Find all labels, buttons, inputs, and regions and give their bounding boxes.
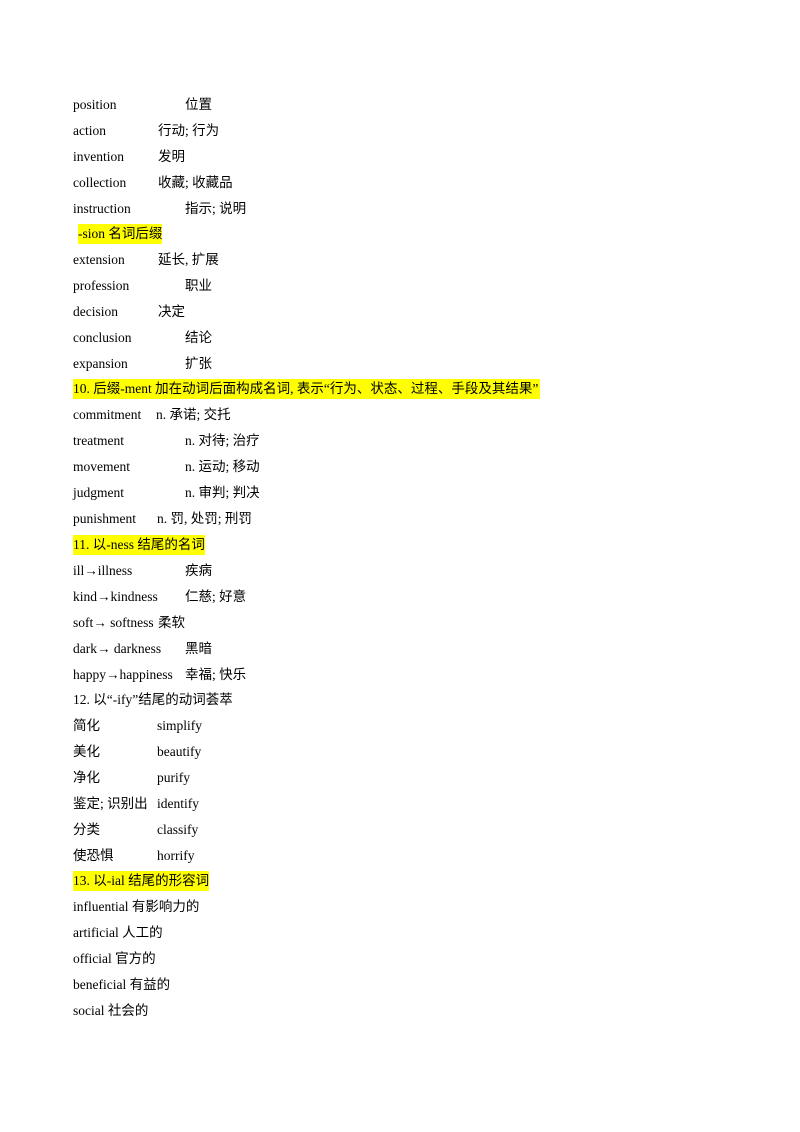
chinese-meaning: 收藏; 收藏品 xyxy=(158,175,233,190)
english-word: action xyxy=(73,123,106,138)
chinese-meaning: 柔软 xyxy=(158,615,185,630)
english-word: dark→ darkness xyxy=(73,641,162,656)
word-entry: artificial 人工的 xyxy=(73,925,163,940)
chinese-meaning: 分类 xyxy=(73,822,100,837)
chinese-meaning: 指示; 说明 xyxy=(185,201,247,216)
english-word: conclusion xyxy=(73,330,132,345)
english-word: horrify xyxy=(157,848,195,863)
chinese-meaning: 延长, 扩展 xyxy=(158,252,219,267)
english-word: ill→illness xyxy=(73,563,133,578)
english-word: punishment xyxy=(73,511,136,526)
chinese-meaning: 鉴定; 识别出 xyxy=(73,796,148,811)
chinese-meaning: 发明 xyxy=(158,149,185,164)
chinese-meaning: n. 运动; 移动 xyxy=(185,459,260,474)
chinese-meaning: 扩张 xyxy=(185,356,212,371)
english-word: classify xyxy=(157,822,199,837)
english-word: position xyxy=(73,97,117,112)
english-word: commitment xyxy=(73,407,142,422)
english-word: kind→kindness xyxy=(73,589,158,604)
chinese-meaning: n. 承诺; 交托 xyxy=(156,407,231,422)
chinese-meaning: n. 审判; 判决 xyxy=(185,485,260,500)
chinese-meaning: 决定 xyxy=(158,304,185,319)
section-heading-text: 12. 以“-ify”结尾的动词荟萃 xyxy=(73,692,233,707)
chinese-meaning: 幸福; 快乐 xyxy=(185,667,247,682)
word-entry: beneficial 有益的 xyxy=(73,977,171,992)
chinese-meaning: 疾病 xyxy=(185,563,212,578)
chinese-meaning: n. 对待; 治疗 xyxy=(185,433,260,448)
english-word: identify xyxy=(157,796,199,811)
chinese-meaning: 美化 xyxy=(73,744,100,759)
chinese-meaning: 简化 xyxy=(73,718,100,733)
section-heading-text: 11. 以-ness 结尾的名词 xyxy=(73,535,205,555)
english-word: collection xyxy=(73,175,127,190)
chinese-meaning: 行动; 行为 xyxy=(158,123,220,138)
chinese-meaning: 使恐惧 xyxy=(73,848,114,863)
chinese-meaning: 仁慈; 好意 xyxy=(185,589,247,604)
english-word: treatment xyxy=(73,433,124,448)
english-word: simplify xyxy=(157,718,203,733)
word-entry: social 社会的 xyxy=(73,1003,149,1018)
english-word: profession xyxy=(73,278,130,293)
english-word: instruction xyxy=(73,201,131,216)
section-heading-text: 10. 后缀-ment 加在动词后面构成名词, 表示“行为、状态、过程、手段及其… xyxy=(73,379,541,399)
word-entry: influential 有影响力的 xyxy=(73,899,200,914)
english-word: happy→happiness xyxy=(73,667,173,682)
english-word: purify xyxy=(157,770,190,785)
chinese-meaning: 职业 xyxy=(185,278,212,293)
english-word: movement xyxy=(73,459,130,474)
section-heading-text: 13. 以-ial 结尾的形容词 xyxy=(73,871,210,891)
chinese-meaning: 位置 xyxy=(185,97,212,112)
chinese-meaning: 黑暗 xyxy=(185,641,212,656)
english-word: expansion xyxy=(73,356,128,371)
word-entry: official 官方的 xyxy=(73,951,156,966)
english-word: extension xyxy=(73,252,125,267)
english-word: invention xyxy=(73,149,124,164)
chinese-meaning: n. 罚, 处罚; 刑罚 xyxy=(157,511,252,526)
section-heading-text: -sion 名词后缀 xyxy=(78,224,163,244)
english-word: soft→ softness xyxy=(73,615,154,630)
chinese-meaning: 净化 xyxy=(73,770,100,785)
english-word: decision xyxy=(73,304,118,319)
english-word: beautify xyxy=(157,744,202,759)
chinese-meaning: 结论 xyxy=(185,330,212,345)
english-word: judgment xyxy=(73,485,124,500)
